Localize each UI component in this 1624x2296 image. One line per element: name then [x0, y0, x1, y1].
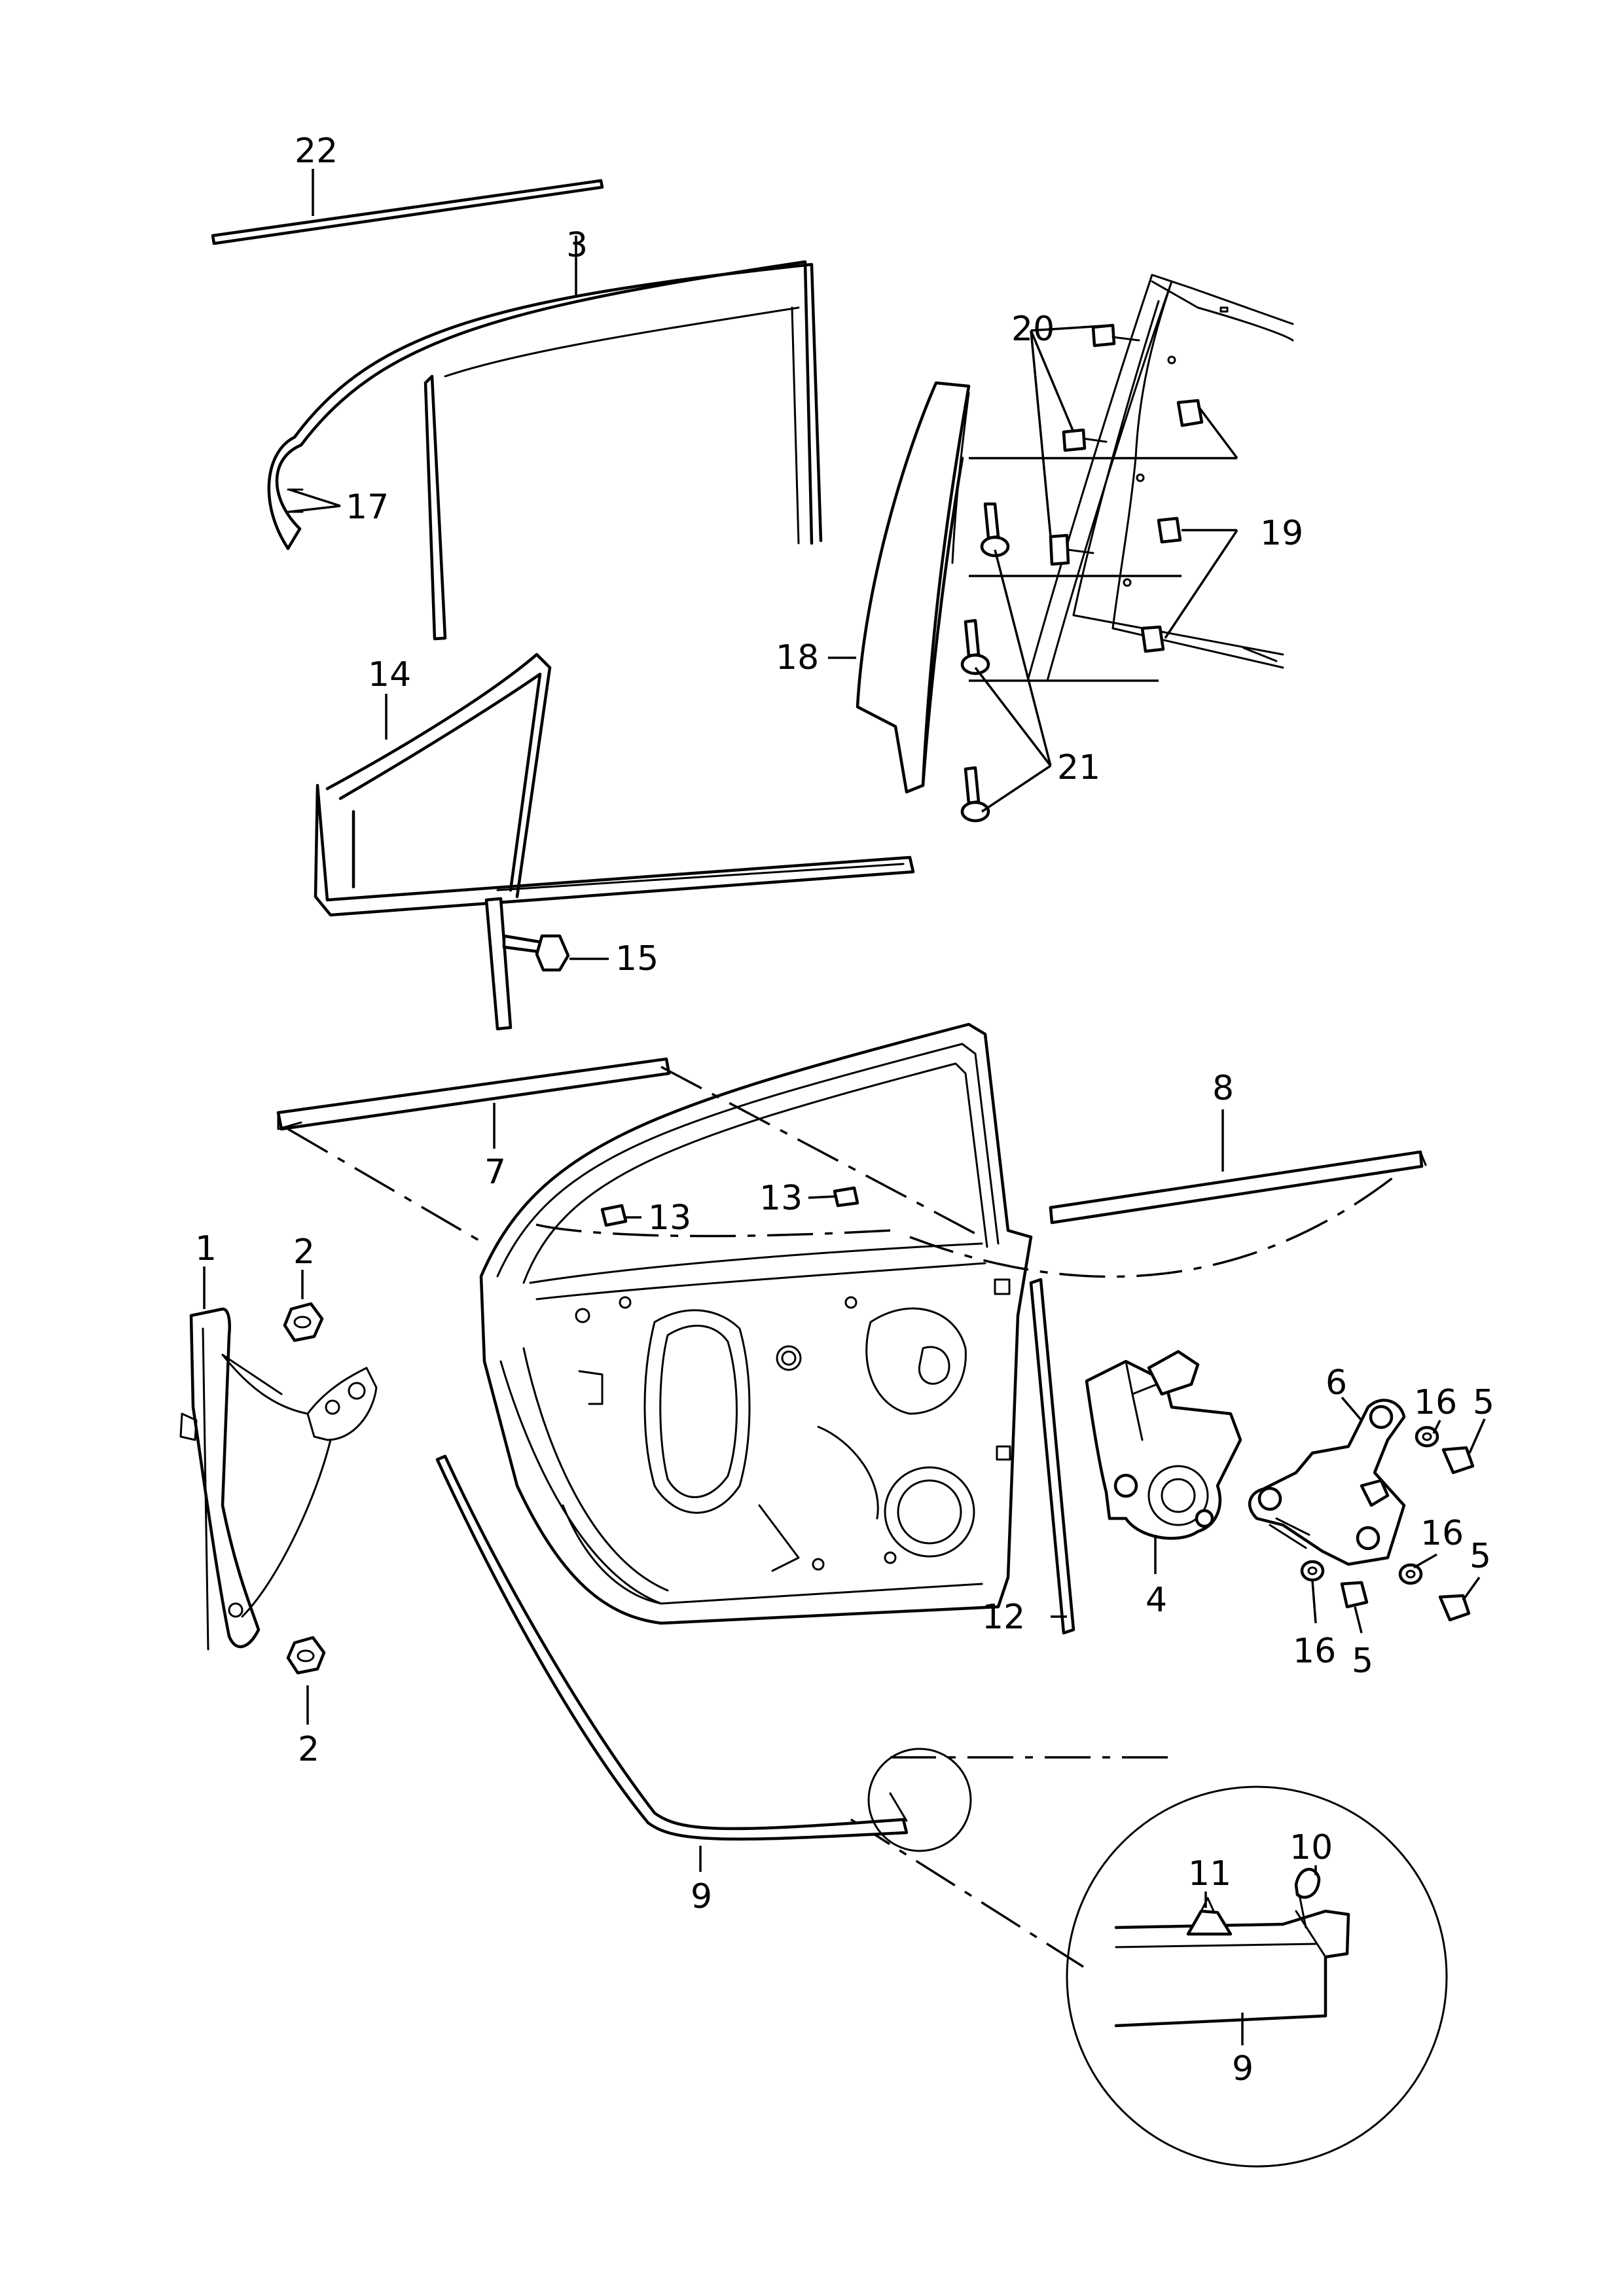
part-14-quarter-window-frame[interactable] — [314, 653, 915, 1031]
part-9-lower-seal[interactable] — [435, 1454, 909, 1841]
part-13-clips[interactable] — [600, 1186, 859, 1227]
part-7-outer-strip[interactable] — [276, 1057, 671, 1131]
part-19-clips[interactable] — [1140, 399, 1204, 653]
callout-6: 6 — [1326, 1363, 1347, 1403]
callout-2b: 2 — [298, 1730, 319, 1769]
callout-19: 19 — [1260, 514, 1303, 553]
callout-5c: 5 — [1352, 1641, 1373, 1681]
part-8-inner-strip[interactable] — [1049, 1150, 1427, 1225]
leader-lines — [203, 169, 1486, 2045]
callout-21: 21 — [1057, 748, 1100, 787]
callout-4: 4 — [1146, 1581, 1167, 1620]
part-21-screws[interactable] — [960, 502, 1010, 823]
callout-9b: 9 — [1232, 2049, 1254, 2089]
callout-11: 11 — [1188, 1854, 1231, 1893]
callout-13a: 13 — [648, 1198, 691, 1238]
callout-7: 7 — [484, 1153, 506, 1192]
callout-16c: 16 — [1293, 1632, 1336, 1671]
callout-12: 12 — [982, 1598, 1025, 1637]
callout-3: 3 — [566, 226, 588, 265]
part-12-channel-strip[interactable] — [1029, 1278, 1075, 1635]
part-10-clip[interactable] — [1294, 1867, 1321, 1929]
callout-17: 17 — [346, 488, 389, 527]
part-20-tape-strips[interactable] — [1049, 323, 1140, 566]
body-pillar-section — [1026, 274, 1294, 682]
part-1-window-regulator[interactable] — [179, 1307, 378, 1651]
callout-18: 18 — [776, 638, 819, 677]
part-15-bolt[interactable] — [502, 934, 570, 972]
callout-16b: 16 — [1420, 1514, 1464, 1553]
callout-15: 15 — [615, 939, 659, 978]
detail-view — [867, 1748, 1448, 2168]
callout-13b: 13 — [759, 1179, 803, 1218]
part-3-window-frame-seal[interactable] — [267, 260, 823, 641]
callout-1: 1 — [195, 1229, 217, 1268]
part-6-motor-bracket[interactable] — [1248, 1399, 1406, 1566]
part-2-nuts[interactable] — [283, 1302, 326, 1675]
callout-5a: 5 — [1473, 1383, 1494, 1422]
callout-10: 10 — [1290, 1828, 1333, 1867]
callout-22: 22 — [295, 132, 338, 171]
callout-2a: 2 — [293, 1232, 315, 1272]
callout-9a: 9 — [691, 1877, 712, 1916]
door-panel[interactable] — [479, 1022, 1033, 1625]
callout-8: 8 — [1212, 1069, 1234, 1108]
callout-16a: 16 — [1414, 1383, 1457, 1422]
callout-14: 14 — [368, 655, 411, 694]
part-11-clip[interactable] — [1186, 1897, 1233, 1936]
part-16-washers[interactable] — [1300, 1426, 1439, 1585]
callout-20: 20 — [1011, 310, 1055, 349]
part-22-seal-strip[interactable] — [211, 179, 604, 245]
part-4-window-motor[interactable] — [1085, 1350, 1242, 1540]
callout-labels: 22 3 17 20 19 18 21 14 15 7 8 13 13 1 2 … — [195, 132, 1494, 2089]
callout-5b: 5 — [1470, 1537, 1491, 1576]
assembly-lines — [287, 1066, 1402, 1968]
part-5-bolts[interactable] — [1340, 1446, 1475, 1622]
part-18-pillar-trim[interactable] — [856, 381, 971, 794]
